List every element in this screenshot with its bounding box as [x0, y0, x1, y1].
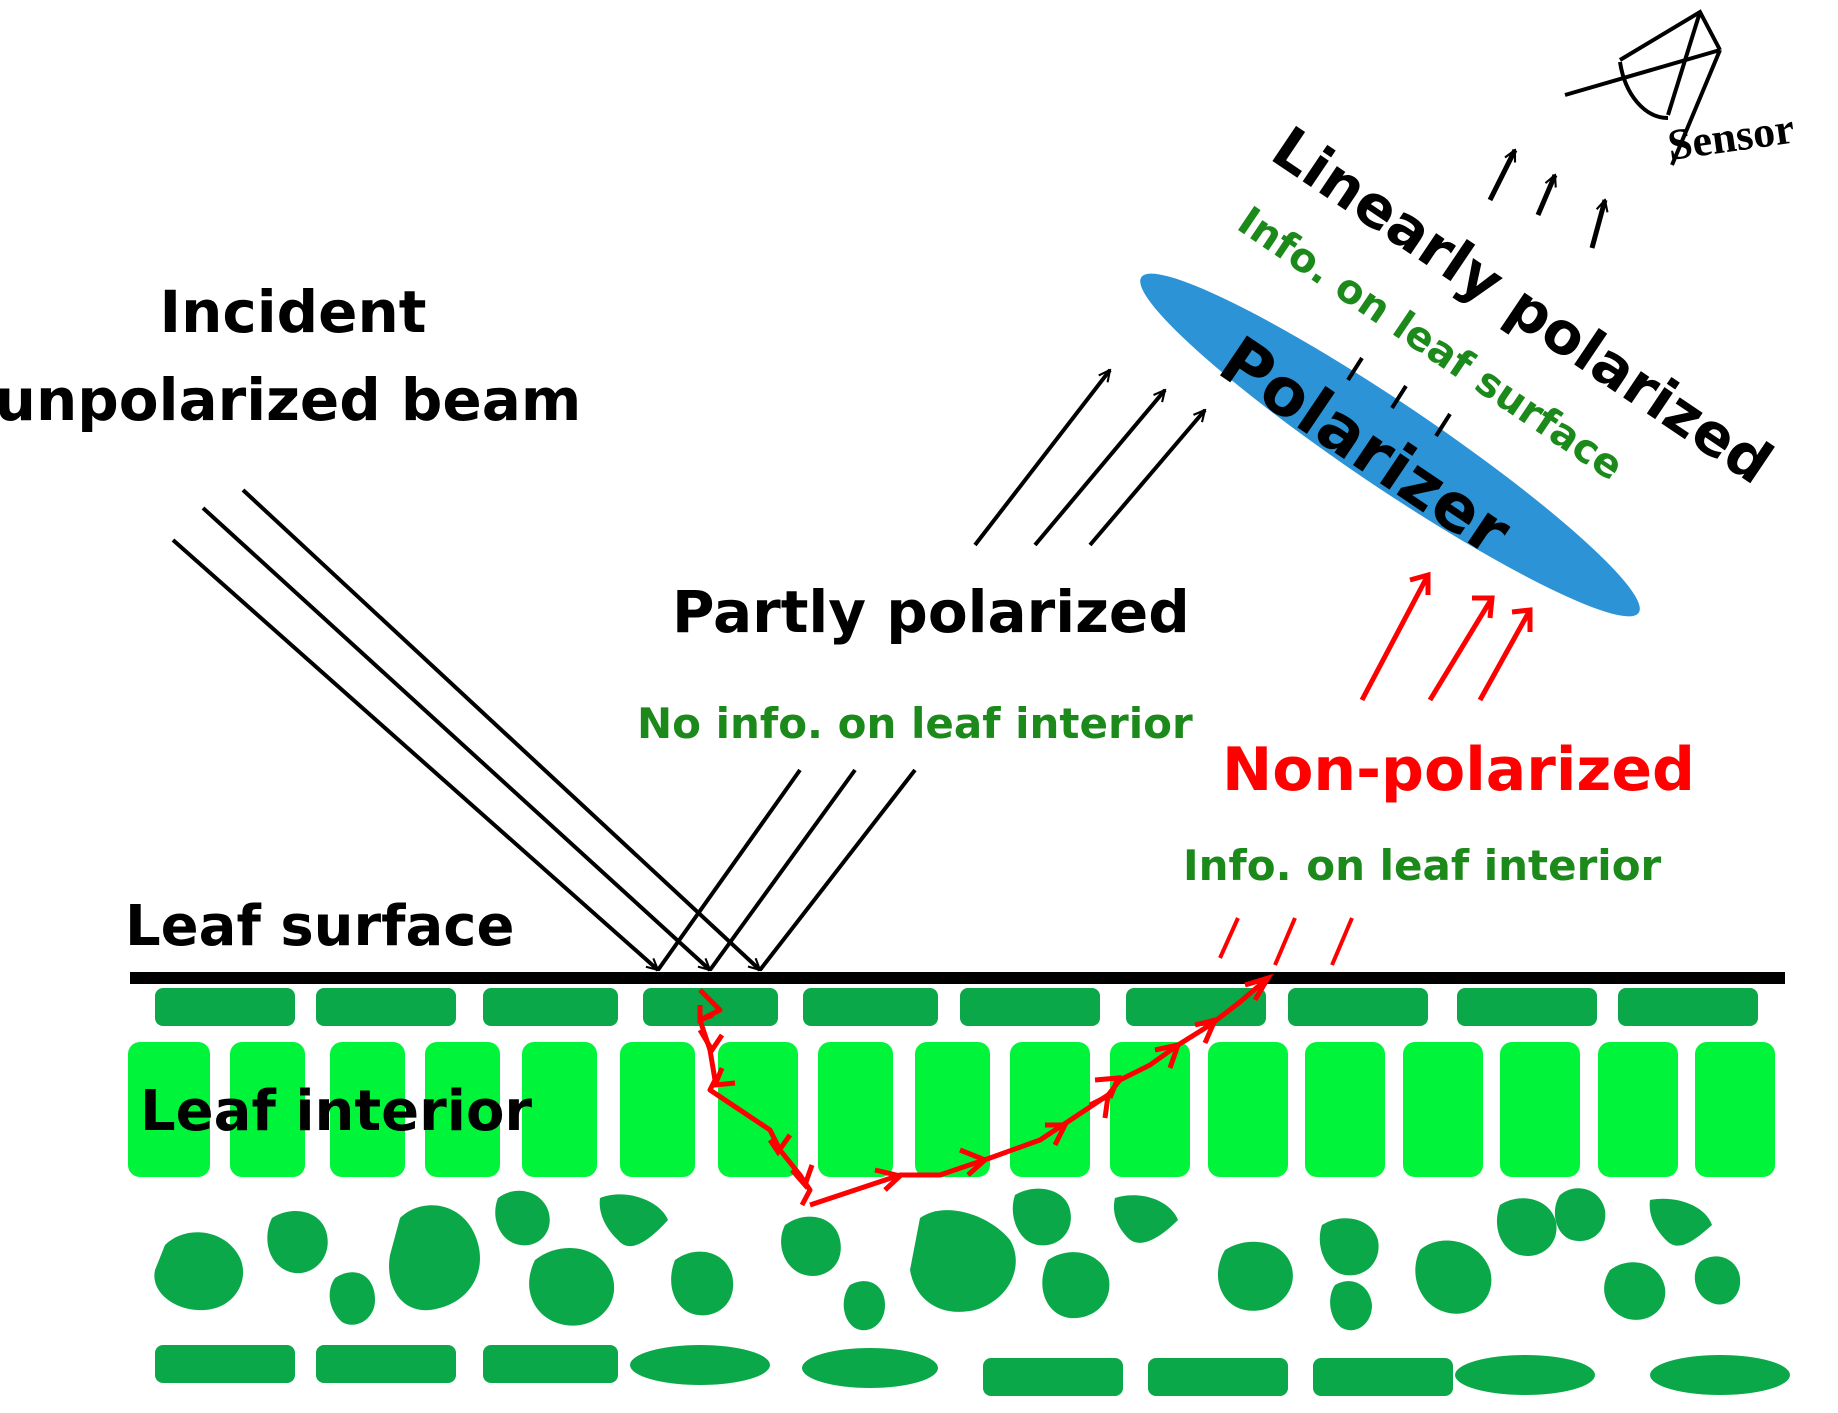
upper-epidermis [155, 988, 1758, 1026]
linearly-polarized-arrows [1487, 150, 1605, 249]
non-polarized-arrows [1359, 571, 1533, 702]
interior-scattering-arrowheads [697, 973, 1274, 1192]
reflected-beams-lower [656, 768, 917, 972]
eye-sensor-icon [1564, 9, 1722, 166]
leaf-surface-label: Leaf surface [125, 894, 514, 959]
polarizer-ellipse [1140, 273, 1640, 617]
spongy-mesophyll [154, 1188, 1741, 1331]
incident-label-line2: unpolarized beam [0, 366, 581, 434]
leaf-tissue [128, 988, 1790, 1396]
reflected-beams-upper [973, 370, 1205, 547]
surface-info-dashes [1346, 356, 1452, 438]
non-polarized-label: Non-polarized [1222, 735, 1695, 805]
partly-polarized-label: Partly polarized [672, 578, 1190, 646]
info-interior-label: Info. on leaf interior [1183, 841, 1662, 890]
no-info-interior-label: No info. on leaf interior [637, 699, 1193, 748]
leaf-interior-label: Leaf interior [140, 1079, 532, 1144]
sensor-label: Sensor [1665, 104, 1798, 170]
incident-beams [171, 488, 760, 970]
palisade-layer [128, 1042, 1775, 1177]
interior-info-dashes [1218, 917, 1354, 966]
incident-label-line1: Incident [159, 278, 426, 346]
lower-epidermis [155, 1345, 1790, 1396]
